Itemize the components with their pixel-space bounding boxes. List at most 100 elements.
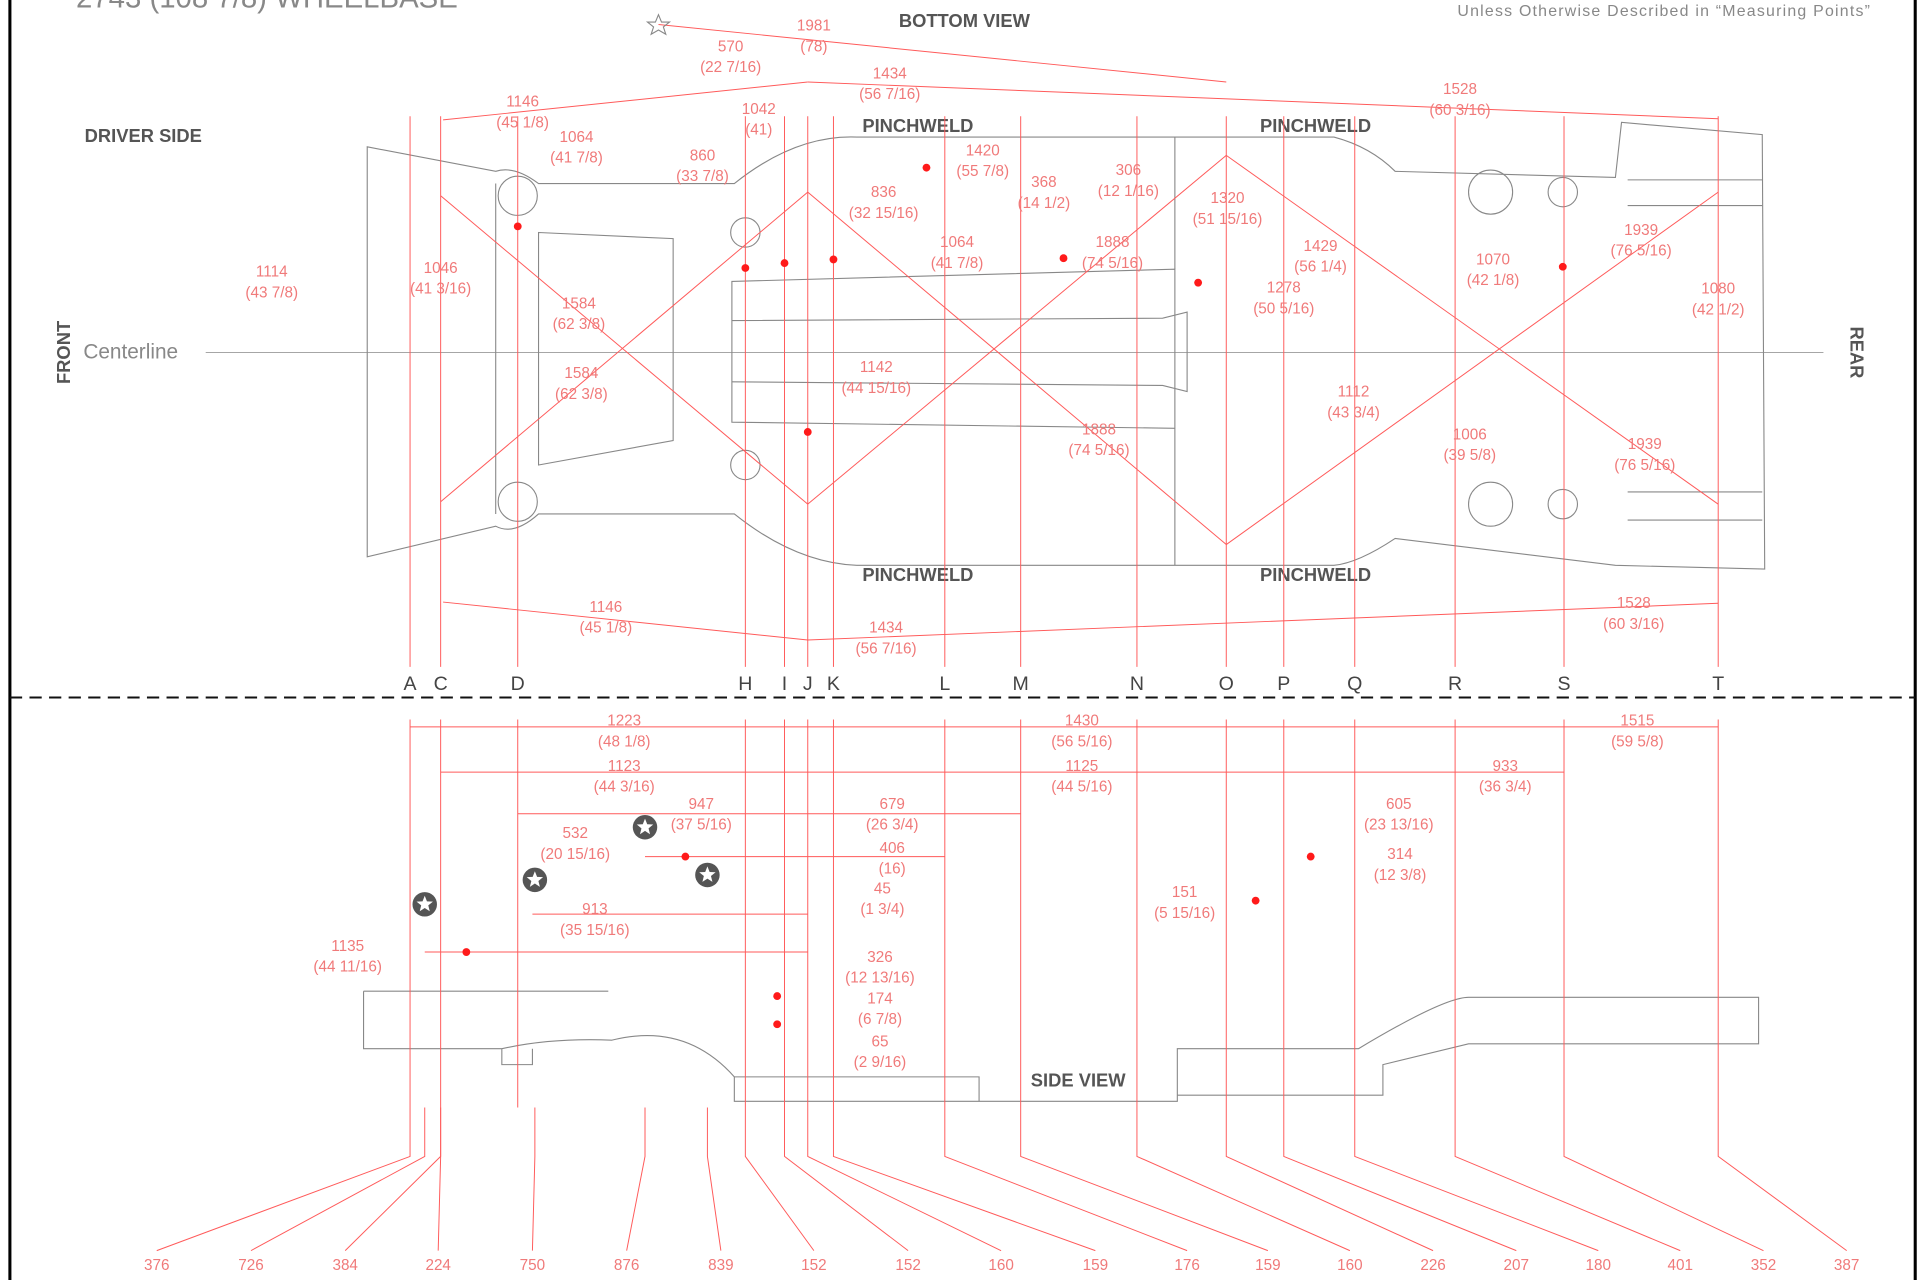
- side-dimension-inches: (59 5/8): [1611, 733, 1664, 750]
- height-leader-line: [706, 1107, 722, 1251]
- bottom-dimension-inches: (22 7/16): [700, 59, 761, 76]
- reference-point-letter: A: [404, 673, 418, 695]
- height-value: 376: [144, 1257, 170, 1274]
- bottom-dimension-inches: (45 1/8): [580, 620, 633, 637]
- bottom-dimension-mm: 1006: [1453, 426, 1487, 443]
- bottom-dimension-inches: (60 3/16): [1603, 616, 1664, 633]
- bottom-dimension-inches: (33 7/8): [676, 168, 729, 185]
- diagonal-measurement: [443, 601, 808, 641]
- measurement-lines: [156, 23, 1847, 1252]
- bottom-dimension-mm: 1142: [860, 359, 893, 376]
- height-value: 876: [614, 1257, 640, 1274]
- wheelbase-title: 2743 (108 7/8) WHEELBASE: [76, 0, 458, 14]
- side-dimension-mm: 1515: [1620, 713, 1654, 730]
- bottom-dimension-inches: (60 3/16): [1429, 102, 1490, 119]
- bottom-view-heading: BOTTOM VIEW: [899, 10, 1031, 31]
- height-value: 160: [1337, 1257, 1362, 1274]
- bottom-dimension-mm: 1042: [742, 101, 776, 118]
- measuring-point-dot: [1558, 262, 1567, 271]
- side-dimension-mm: 45: [874, 880, 891, 897]
- bottom-dimension-mm: 1939: [1628, 436, 1662, 453]
- measuring-point-dot: [1251, 896, 1260, 905]
- bottom-dimension-inches: (42 1/8): [1467, 272, 1520, 289]
- pinchweld-label: PINCHWELD: [1260, 115, 1371, 136]
- height-value: 387: [1834, 1257, 1860, 1274]
- height-leader-line: [626, 1107, 646, 1251]
- bottom-dimension-mm: 1528: [1617, 595, 1651, 612]
- height-leader-line: [1563, 1107, 1764, 1252]
- dimension-labels: 1981(78)570(22 7/16)1434(56 7/16)1528(60…: [144, 18, 1859, 1275]
- side-dimension-inches: (36 3/4): [1479, 779, 1532, 796]
- reference-point-letter: P: [1277, 673, 1290, 695]
- bottom-dimension-inches: (56 7/16): [855, 640, 916, 657]
- bottom-dimension-mm: 1278: [1267, 279, 1301, 296]
- height-leader-line: [1283, 1107, 1517, 1252]
- reference-point-letter: M: [1013, 673, 1029, 695]
- height-leader-line: [1717, 1107, 1847, 1252]
- reference-point-letter: H: [738, 673, 752, 695]
- bottom-dimension-mm: 1080: [1701, 281, 1735, 298]
- bottom-dimension-mm: 1320: [1210, 190, 1244, 207]
- bottom-dimension-mm: 368: [1031, 174, 1057, 191]
- height-leader-line: [250, 1107, 426, 1252]
- side-dimension-mm: 406: [879, 840, 905, 857]
- reference-point-letter: S: [1557, 673, 1570, 695]
- bottom-dimension-mm: 1046: [424, 260, 458, 277]
- height-value: 159: [1255, 1257, 1280, 1274]
- side-dimension-inches: (48 1/8): [598, 733, 651, 750]
- bottom-dimension-inches: (39 5/8): [1443, 447, 1496, 464]
- side-dimension-inches: (56 5/16): [1051, 733, 1112, 750]
- height-leader-line: [1354, 1107, 1599, 1252]
- reference-point-letter: D: [511, 673, 525, 695]
- bottom-dimension-mm: 1112: [1338, 383, 1370, 400]
- bottom-dimension-inches: (56 7/16): [859, 86, 920, 103]
- bottom-dimension-mm: 306: [1116, 162, 1142, 179]
- bottom-dimension-inches: (43 3/4): [1327, 404, 1380, 421]
- measuring-point-dot: [513, 222, 522, 231]
- measuring-point-dot: [1194, 278, 1203, 287]
- height-value: 176: [1174, 1257, 1200, 1274]
- side-dimension-mm: 1135: [331, 938, 364, 955]
- bottom-dimension-mm: 1888: [1095, 234, 1129, 251]
- reference-point-letter: I: [782, 673, 787, 695]
- height-value: 180: [1586, 1257, 1612, 1274]
- centerline-label: Centerline: [83, 341, 178, 364]
- bottom-dimension-mm: 1146: [589, 599, 622, 616]
- height-value: 401: [1668, 1257, 1694, 1274]
- bottom-dimension-mm: 1584: [564, 365, 598, 382]
- side-dimension-inches: (26 3/4): [866, 817, 919, 834]
- bottom-dimension-inches: (74 5/16): [1082, 255, 1143, 272]
- height-leader-line: [807, 1107, 1002, 1252]
- bottom-dimension-inches: (42 1/2): [1692, 301, 1745, 318]
- height-leader-line: [156, 1107, 411, 1252]
- diagonal-measurement: [1225, 191, 1719, 545]
- bottom-dimension-mm: 1434: [869, 620, 903, 637]
- side-dimension-mm: 679: [879, 796, 905, 813]
- measuring-point-dot: [922, 163, 931, 172]
- height-leader-line: [1225, 1107, 1434, 1252]
- side-dimension-mm: 947: [689, 796, 715, 813]
- star-icon: [695, 862, 720, 888]
- front-label: FRONT: [53, 320, 74, 384]
- side-dimension-mm: 1430: [1065, 713, 1099, 730]
- height-leader-line: [1454, 1107, 1681, 1252]
- height-leader-line: [944, 1107, 1188, 1252]
- reference-point-letter: N: [1130, 673, 1144, 695]
- bottom-dimension-inches: (43 7/8): [245, 284, 298, 301]
- diagonal-measurement: [443, 81, 808, 121]
- height-leader-line: [1020, 1107, 1269, 1252]
- star-icon: [522, 867, 548, 893]
- star-icon: [632, 814, 658, 840]
- bottom-dimension-mm: 1888: [1082, 421, 1116, 438]
- bottom-dimension-mm: 1146: [506, 93, 539, 110]
- measuring-point-dot: [773, 1020, 782, 1029]
- bottom-dimension-inches: (50 5/16): [1253, 300, 1314, 317]
- side-dimension-mm: 933: [1493, 758, 1519, 775]
- measuring-point-dot: [1059, 254, 1068, 263]
- datum-star-icon: [645, 13, 672, 36]
- frame-outline-bottom: [366, 121, 1766, 570]
- reference-point-letter: J: [803, 673, 813, 695]
- bottom-dimension-inches: (14 1/2): [1018, 195, 1071, 212]
- side-dimension-inches: (12 3/8): [1374, 867, 1427, 884]
